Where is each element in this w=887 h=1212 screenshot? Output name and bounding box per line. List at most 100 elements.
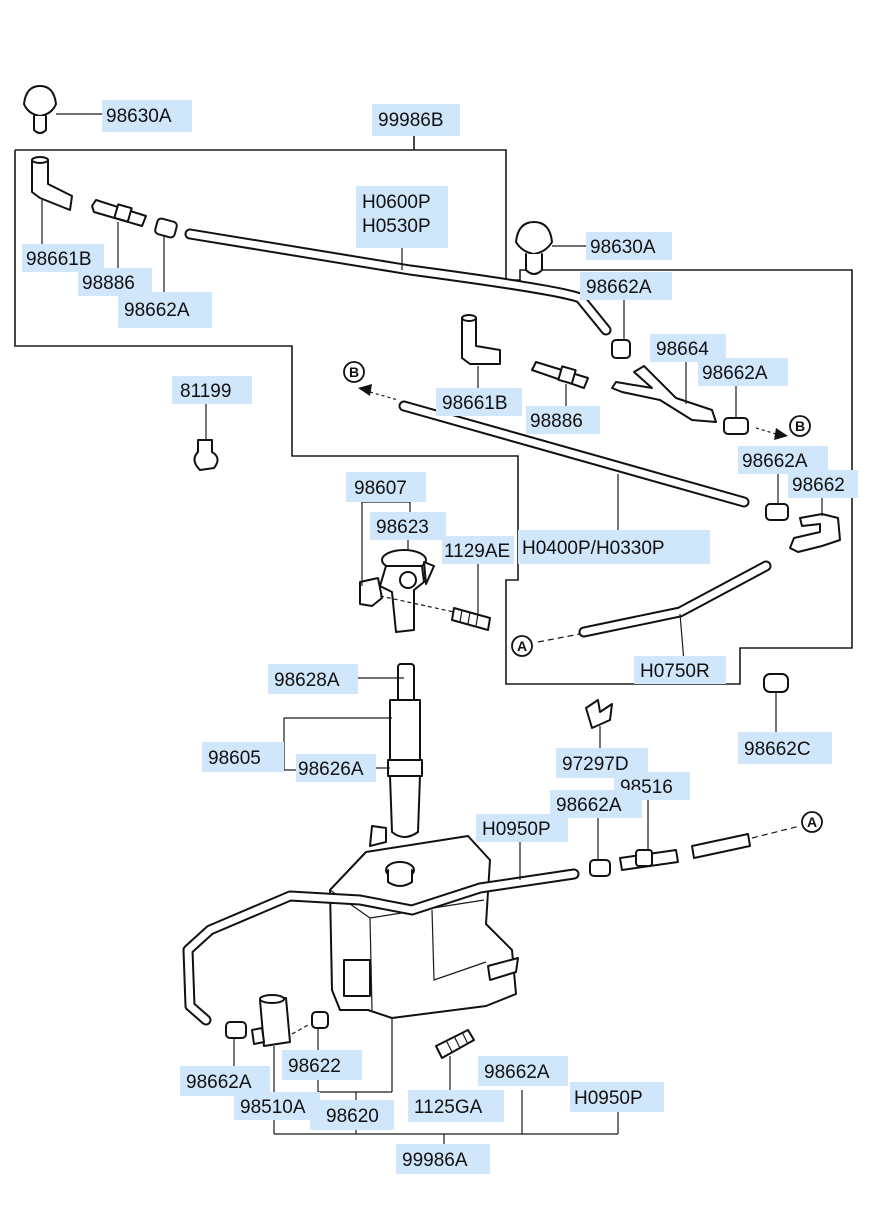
label-98626A: 98626A <box>298 759 364 780</box>
label-H0530P: H0530P <box>362 216 431 237</box>
callout-H0950P-br[interactable]: H0950P <box>570 1082 664 1112</box>
connector-98662A-low <box>589 859 611 877</box>
callout-99986B[interactable]: 99986B <box>372 104 460 136</box>
label-98664: 98664 <box>656 339 709 360</box>
check-valve-98607 <box>359 549 435 633</box>
callout-98510A[interactable]: 98510A <box>234 1092 320 1120</box>
label-98662A-rb: 98662A <box>742 451 808 472</box>
label-H0600P: H0600P <box>362 192 431 213</box>
bolt-1129AE <box>451 607 491 631</box>
callout-98626A[interactable]: 98626A <box>296 754 376 782</box>
callout-98661B-mid[interactable]: 98661B <box>436 388 522 416</box>
callout-98622[interactable]: 98622 <box>282 1050 362 1080</box>
label-H0400P: H0400P/H0330P <box>522 538 665 559</box>
callout-98886-left[interactable]: 98886 <box>78 268 152 296</box>
elbow-connector-98662 <box>789 513 841 553</box>
label-98662A-low: 98662A <box>556 795 622 816</box>
callout-1129AE[interactable]: 1129AE <box>442 536 514 564</box>
connector-98662A-left <box>154 217 178 239</box>
callout-98662A-low[interactable]: 98662A <box>550 790 642 818</box>
bolt-1125GA <box>435 1029 475 1059</box>
label-98605: 98605 <box>208 748 261 769</box>
ref-arrow-B-right: B <box>755 415 811 440</box>
callout-98662[interactable]: 98662 <box>788 470 858 498</box>
washer-nozzle-mid <box>515 221 553 275</box>
label-98622: 98622 <box>288 1056 341 1077</box>
ref-arrow-A-right: A <box>691 811 823 859</box>
label-1129AE: 1129AE <box>444 541 510 562</box>
grommet-98662C <box>763 673 789 693</box>
hose-H0600P <box>184 228 612 336</box>
ref-A-right-label: A <box>807 814 817 830</box>
callout-H0950P-top[interactable]: H0950P <box>476 814 568 842</box>
callout-H0600P[interactable]: H0600P H0530P <box>356 186 448 248</box>
label-98662A-br: 98662A <box>484 1062 550 1083</box>
label-98662A-bl: 98662A <box>186 1072 252 1093</box>
hose-H0400P <box>398 400 750 508</box>
callout-1125GA[interactable]: 1125GA <box>408 1090 504 1122</box>
label-81199: 81199 <box>180 381 231 402</box>
washer-reservoir-tank <box>329 825 519 1019</box>
label-H0950P-top: H0950P <box>482 819 551 840</box>
callout-98662A-br[interactable]: 98662A <box>478 1056 568 1086</box>
callout-98630A-top[interactable]: 98630A <box>102 100 192 132</box>
clip-81199 <box>193 439 219 471</box>
y-joint-98664 <box>611 365 717 423</box>
callout-H0400P[interactable]: H0400P/H0330P <box>518 530 710 564</box>
label-98662A-right: 98662A <box>702 363 768 384</box>
label-H0750R: H0750R <box>640 661 710 682</box>
callout-98662A-rb[interactable]: 98662A <box>738 446 828 474</box>
label-98628A: 98628A <box>274 670 340 691</box>
label-99986B: 99986B <box>378 110 444 131</box>
washer-nozzle-top-left <box>23 85 57 134</box>
washer-motor-98605 <box>387 663 423 838</box>
label-97297D: 97297D <box>562 754 629 775</box>
callout-98662A-mid[interactable]: 98662A <box>580 272 672 300</box>
callout-98620[interactable]: 98620 <box>310 1100 394 1130</box>
connector-98662A-right <box>723 417 749 435</box>
callout-H0750R[interactable]: H0750R <box>634 656 726 684</box>
callout-98662C[interactable]: 98662C <box>738 732 832 764</box>
joint-98886-mid <box>531 361 589 389</box>
connector-98662A-mid <box>611 339 631 359</box>
label-98886-mid: 98886 <box>530 411 583 432</box>
label-98662A-left: 98662A <box>124 300 190 321</box>
joint-98516 <box>619 849 679 871</box>
clip-97297D <box>585 699 613 729</box>
grommet-98622 <box>311 1011 329 1029</box>
callout-98605[interactable]: 98605 <box>202 742 284 772</box>
callout-98623[interactable]: 98623 <box>370 512 446 540</box>
callout-98628A[interactable]: 98628A <box>268 664 358 694</box>
ref-B-right-label: B <box>795 418 805 434</box>
callout-98661B-left[interactable]: 98661B <box>22 244 104 272</box>
label-98510A: 98510A <box>240 1097 306 1118</box>
label-98662A-mid: 98662A <box>586 277 652 298</box>
callout-98607[interactable]: 98607 <box>346 472 426 502</box>
label-98662: 98662 <box>792 475 845 496</box>
callout-98662A-right[interactable]: 98662A <box>698 358 788 386</box>
washer-pump-98510A <box>251 994 291 1047</box>
label-98620: 98620 <box>326 1106 379 1127</box>
label-98661B-mid: 98661B <box>442 393 508 414</box>
callout-81199[interactable]: 81199 <box>172 376 252 404</box>
connector-98662A-rb <box>765 503 789 521</box>
callout-98662A-bl[interactable]: 98662A <box>180 1066 270 1096</box>
label-98661B-left: 98661B <box>26 249 92 270</box>
label-H0950P-br: H0950P <box>574 1088 643 1109</box>
callout-98886-mid[interactable]: 98886 <box>526 406 600 434</box>
callout-98630A-mid[interactable]: 98630A <box>586 232 672 260</box>
label-98607: 98607 <box>354 478 407 499</box>
label-98623: 98623 <box>376 517 429 538</box>
label-1125GA: 1125GA <box>414 1097 483 1118</box>
ref-B-left-label: B <box>349 364 359 380</box>
label-98662C: 98662C <box>744 739 811 760</box>
label-98630A-mid: 98630A <box>590 237 656 258</box>
elbow-connector-98661B-left <box>31 156 73 211</box>
callout-98664[interactable]: 98664 <box>650 334 726 362</box>
callout-99986A[interactable]: 99986A <box>396 1144 490 1174</box>
callout-98662A-left[interactable]: 98662A <box>118 292 212 328</box>
label-99986A: 99986A <box>402 1150 468 1171</box>
label-98630A-top: 98630A <box>106 106 172 127</box>
label-98886-left: 98886 <box>82 273 135 294</box>
